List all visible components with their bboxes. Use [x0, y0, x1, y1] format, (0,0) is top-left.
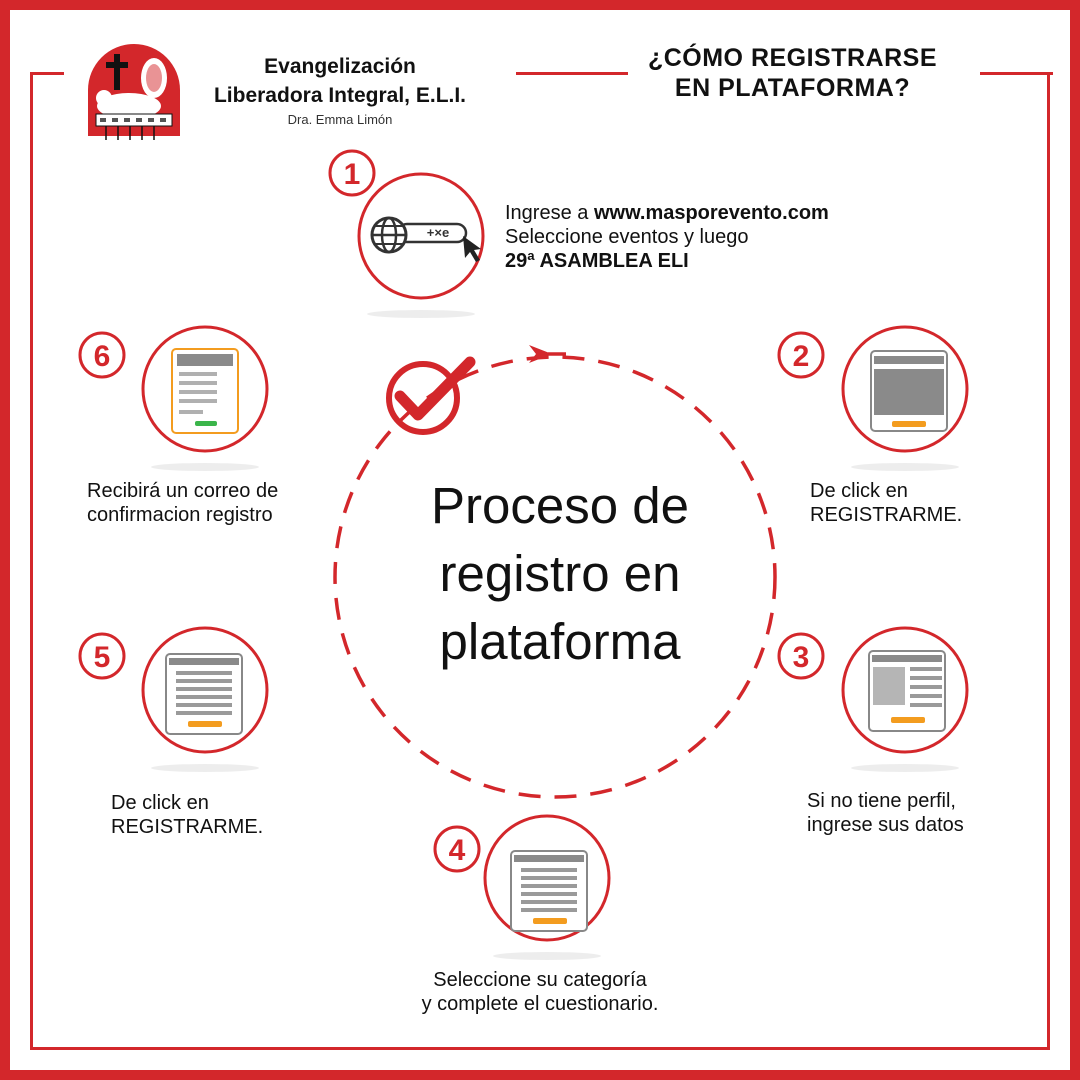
step1-text: Ingrese a www.masporevento.com Seleccion… — [505, 201, 829, 273]
step6-line2: confirmacion registro — [87, 504, 273, 526]
step5-number: 5 — [94, 641, 111, 674]
page-title-line2: EN PLATAFORMA? — [674, 74, 911, 102]
frame-top-line-left — [30, 72, 64, 75]
step6-line1: Recibirá un correo de — [87, 480, 279, 502]
masporevento-badge: +×e — [427, 225, 449, 240]
step2-line1: De click en — [810, 480, 908, 502]
step3-number: 3 — [793, 641, 810, 674]
website-url: www.masporevento.com — [593, 202, 829, 224]
frame-top-line-right — [980, 72, 1053, 75]
step3-text: Si no tiene perfil, ingrese sus datos — [807, 789, 964, 837]
step4-number: 4 — [449, 834, 466, 867]
page-title-line1: ¿CÓMO REGISTRARSE — [647, 44, 938, 72]
cycle-arrow-icon — [529, 345, 566, 363]
step5-line2: REGISTRARME. — [111, 816, 264, 838]
org-name-line2: Liberadora Integral, E.L.I. — [213, 84, 467, 107]
step4-line1: Seleccione su categoría — [433, 969, 647, 991]
step2-text: De click en REGISTRARME. — [810, 479, 962, 527]
step4-text: Seleccione su categoría y complete el cu… — [370, 968, 710, 1016]
step1-line2: Seleccione eventos y luego — [505, 226, 749, 248]
step4-line2: y complete el cuestionario. — [421, 993, 659, 1015]
step6-text: Recibirá un correo de confirmacion regis… — [87, 479, 278, 527]
step5-line1: De click en — [111, 792, 209, 814]
process-title: Proceso de registro en plataforma — [380, 472, 740, 676]
organization-title: Evangelización Liberadora Integral, E.L.… — [180, 52, 500, 127]
process-title-line3: plataforma — [439, 613, 681, 670]
org-name-line1: Evangelización — [264, 55, 416, 78]
eli-logo — [88, 44, 180, 140]
confirmation-email-icon — [171, 348, 239, 434]
register-page-icon — [870, 350, 948, 432]
step2-number: 2 — [793, 340, 810, 373]
cursor-icon — [463, 236, 481, 262]
globe-url-icon: +×e — [370, 216, 481, 262]
checkmark-icon — [386, 356, 476, 435]
step3-line1: Si no tiene perfil, — [807, 790, 956, 812]
step1-line3: 29ª ASAMBLEA ELI — [505, 250, 689, 272]
process-title-line2: registro en — [439, 545, 681, 602]
process-title-line1: Proceso de — [431, 477, 689, 534]
page-title: ¿CÓMO REGISTRARSE EN PLATAFORMA? — [615, 43, 970, 103]
profile-form-icon — [868, 650, 946, 732]
success-bar — [195, 421, 217, 426]
step3-line2: ingrese sus datos — [807, 814, 964, 836]
step6-number: 6 — [94, 340, 111, 373]
frame-top-line-middle — [516, 72, 628, 75]
step1-number: 1 — [344, 158, 361, 191]
register-form-icon — [165, 653, 243, 735]
inner-frame — [30, 72, 1050, 1050]
cycle-dashed-circle — [333, 355, 777, 799]
step1-line1: Ingrese a www.masporevento.com — [505, 202, 829, 224]
step2-line2: REGISTRARME. — [810, 504, 963, 526]
step5-text: De click en REGISTRARME. — [111, 791, 263, 839]
questionnaire-icon — [510, 850, 588, 932]
org-subtitle: Dra. Emma Limón — [287, 112, 393, 127]
